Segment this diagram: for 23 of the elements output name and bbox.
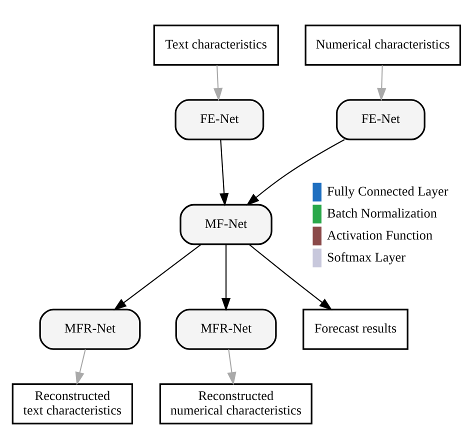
arrow bbox=[246, 138, 345, 206]
node-box: MF-Net bbox=[180, 203, 272, 245]
node-box: Forecast results bbox=[302, 308, 408, 350]
node-box: Numerical characteristics bbox=[304, 24, 462, 66]
node-box: MFR-Net bbox=[175, 308, 277, 350]
node-box: FE-Net bbox=[174, 98, 264, 140]
arrow bbox=[221, 244, 231, 311]
arrow bbox=[75, 348, 86, 385]
legend-label: Fully Connected Layer bbox=[326, 183, 448, 198]
arrow bbox=[219, 139, 229, 206]
arrow bbox=[213, 64, 223, 101]
node-box: Text characteristics bbox=[153, 24, 279, 66]
node-box: FE-Net bbox=[336, 98, 426, 140]
legend-label: Softmax Layer bbox=[326, 248, 406, 264]
arrow bbox=[248, 244, 332, 310]
arrow bbox=[113, 243, 202, 310]
legend-label: Batch Normalization bbox=[326, 204, 437, 220]
arrow bbox=[227, 348, 236, 385]
legend-label: Activation Function bbox=[326, 226, 433, 242]
node-box: Reconstructed text characteristics bbox=[12, 382, 134, 424]
node-box: MFR-Net bbox=[39, 308, 141, 350]
arrow bbox=[377, 64, 386, 101]
node-box: Reconstructed numerical characteristics bbox=[159, 382, 312, 424]
